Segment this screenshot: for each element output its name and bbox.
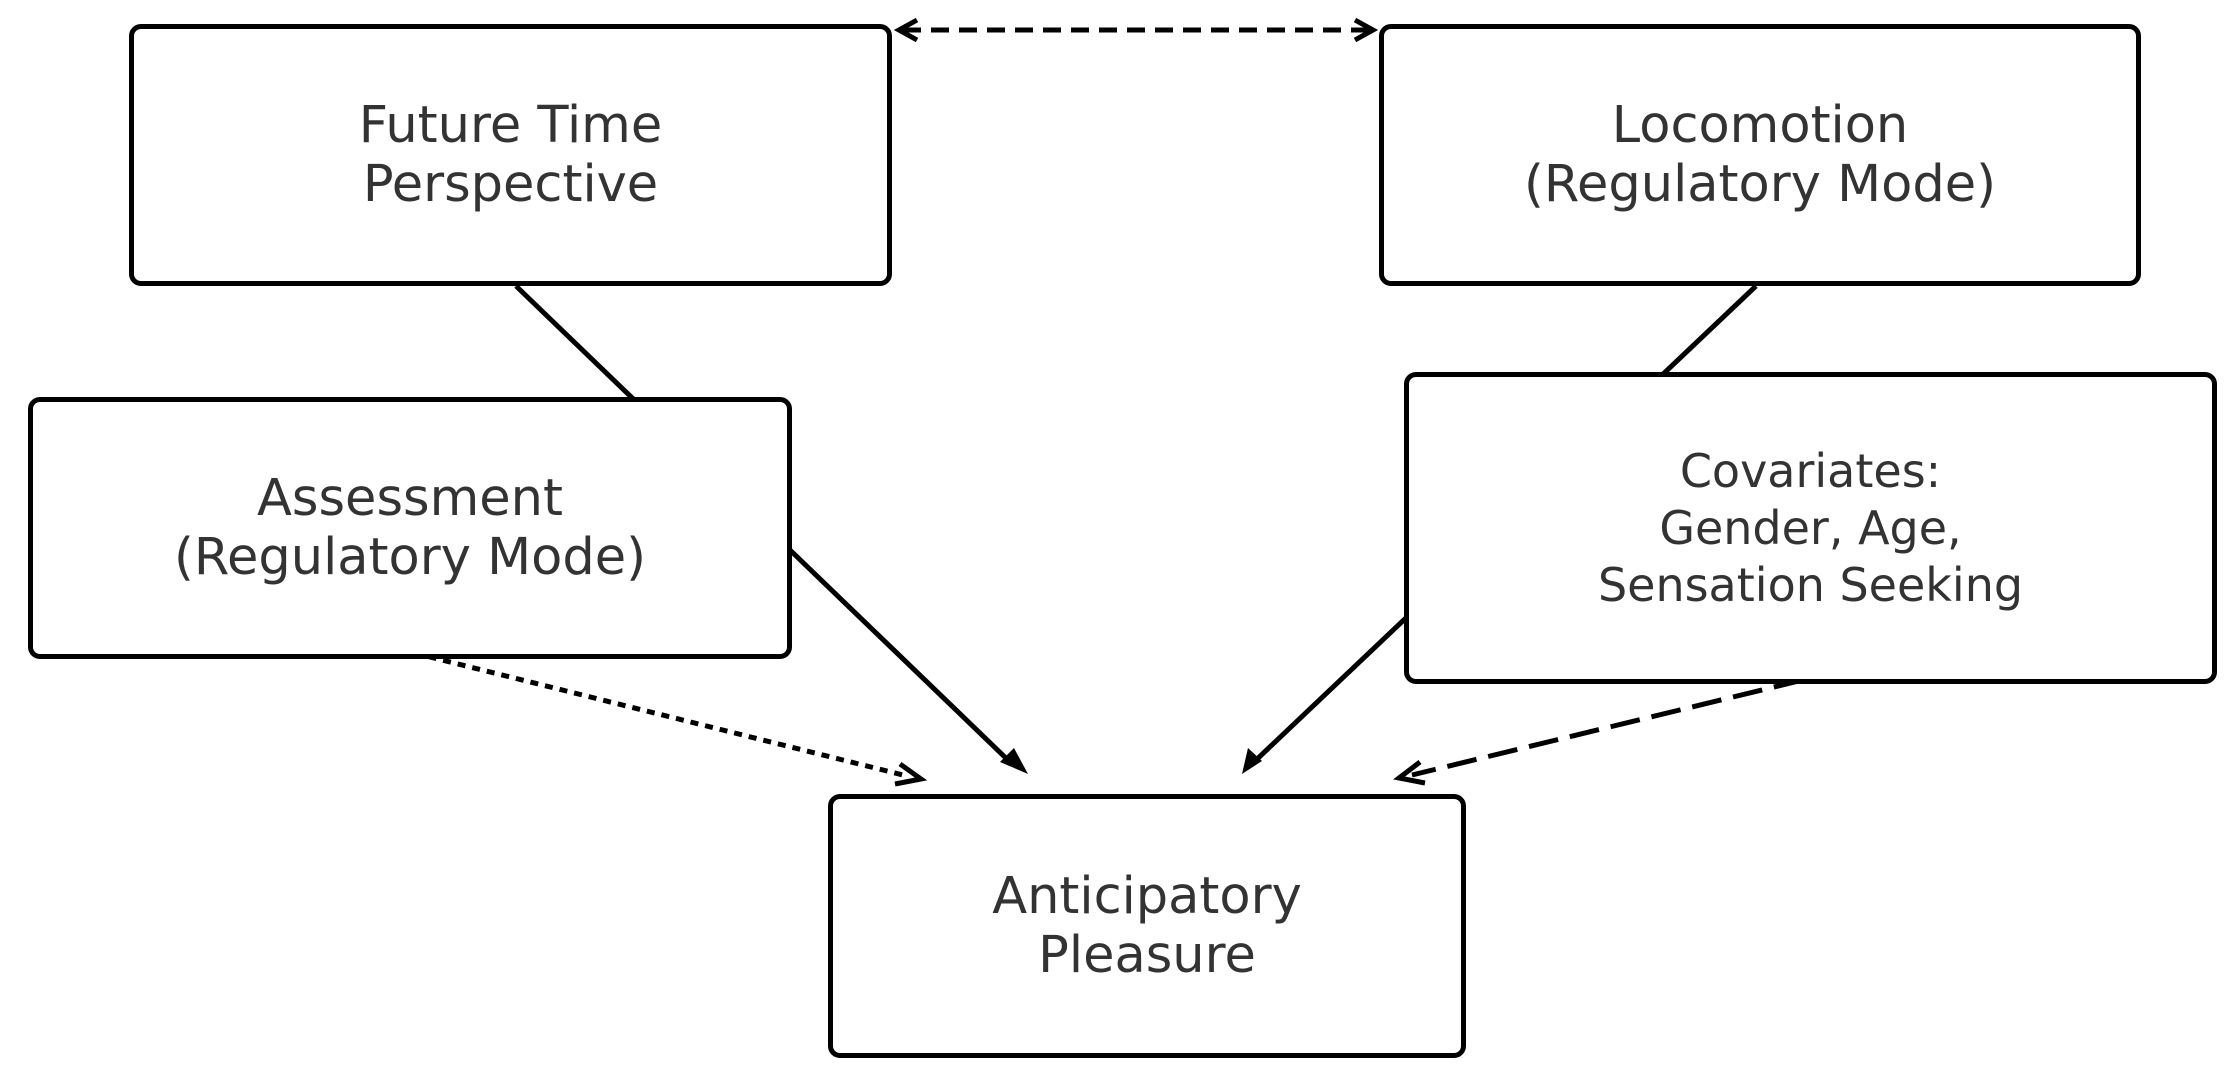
node-label-line: Assessment: [257, 469, 563, 528]
node-label-line: Sensation Seeking: [1597, 557, 2024, 612]
node-label-line: Covariates:: [1679, 443, 1942, 498]
node-assessment: Assessment (Regulatory Mode): [28, 397, 792, 659]
node-label-line: Gender, Age,: [1659, 500, 1962, 555]
node-label-line: Pleasure: [1038, 926, 1256, 985]
node-covariates: Covariates: Gender, Age, Sensation Seeki…: [1404, 372, 2217, 684]
edge-covariates-anticipatory: [1393, 677, 1804, 786]
node-label-line: Anticipatory: [992, 867, 1302, 926]
node-label-line: (Regulatory Mode): [174, 528, 646, 587]
node-future-time-perspective: Future Time Perspective: [129, 24, 892, 286]
node-label-line: Locomotion: [1611, 96, 1909, 155]
node-label-line: Perspective: [362, 155, 659, 214]
edge-assessment-anticipatory: [413, 650, 928, 787]
edge-ftp-locomotion: [893, 17, 1379, 43]
node-label-line: (Regulatory Mode): [1524, 155, 1996, 214]
node-anticipatory-pleasure: Anticipatory Pleasure: [828, 794, 1466, 1058]
node-label-line: Future Time: [358, 96, 663, 155]
node-locomotion: Locomotion (Regulatory Mode): [1379, 24, 2141, 286]
